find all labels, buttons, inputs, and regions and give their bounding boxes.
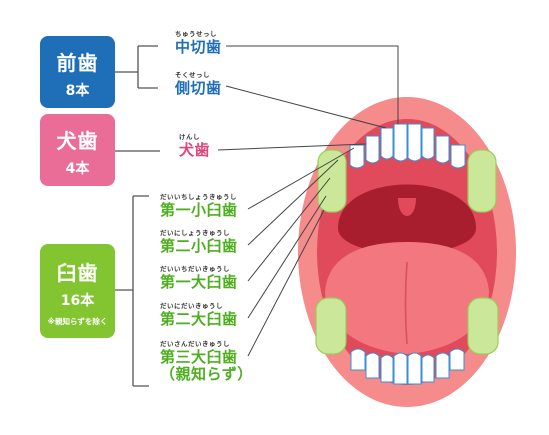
label-canine: けんし 犬歯 [179,134,210,158]
lower-teeth [315,297,499,385]
label-first-molar: だいいちだいきゅうし 第一大臼歯 [160,266,238,290]
front-teeth-category-box: 前歯 8本 [40,36,115,108]
front-teeth-title: 前歯 [56,51,99,75]
second-premolar-ruby: だいにしょうきゅうし [160,229,230,237]
central-incisor-ruby: ちゅうせっし [175,30,217,38]
first-premolar-ruby: だいいちしょうきゅうし [160,193,237,201]
lower-incisor [407,352,422,385]
second-molar-name: 第二大臼歯 [160,309,238,328]
tongue-groove [404,261,408,345]
label-second-molar: だいにだいきゅうし 第二大臼歯 [160,303,238,327]
label-central-incisor: ちゅうせっし 中切歯 [175,31,222,55]
upper-incisor [393,123,408,162]
lower-canine [365,352,380,379]
molar-title: 臼歯 [56,261,99,285]
tongue [325,242,489,354]
leader-first-molar [247,177,331,282]
canine-name: 犬歯 [179,140,211,159]
upper-molar-left [317,149,347,213]
lower-incisor [421,354,435,383]
upper-canine [435,135,450,164]
leader-second-premolar [247,159,339,246]
leader-canine [217,143,367,151]
uvula [398,198,416,216]
first-premolar-name: 第一小臼歯 [160,200,238,219]
canine-title: 犬歯 [56,129,99,153]
molar-note: ※親知らずを除く [47,317,108,326]
label-second-premolar: だいにしょうきゅうし 第二小臼歯 [160,230,238,254]
upper-incisor [407,123,422,162]
label-first-premolar: だいいちしょうきゅうし 第一小臼歯 [160,194,238,218]
molar-count: 16本 [60,293,95,309]
leader-lateral-incisor [225,85,387,129]
leader-lines [217,45,399,357]
third-molar-ruby: だいさんだいきゅうし [160,340,230,348]
lower-molar-right [467,297,499,355]
upper-teeth [317,123,497,213]
molar-category-box: 臼歯 16本 ※親知らずを除く [40,244,115,338]
canine-ruby: けんし [179,133,200,141]
lower-incisor [380,354,394,383]
lower-molar-left [315,297,347,355]
upper-incisor [380,127,394,160]
lower-premolar [350,348,366,371]
lower-canine [435,352,450,379]
leader-third-molar [247,209,325,357]
molar-bracket [115,195,149,387]
upper-canine [365,135,380,164]
lower-premolar [449,348,465,371]
upper-molar-right [467,149,497,213]
label-lateral-incisor: そくせっし 側切歯 [175,72,222,96]
lower-incisor [393,352,408,385]
first-molar-ruby: だいいちだいきゅうし [160,265,230,273]
canine-category-box: 犬歯 4本 [40,114,115,186]
lateral-incisor-ruby: そくせっし [175,71,210,79]
leader-first-premolar [247,147,355,210]
label-third-molar: だいさんだいきゅうし 第三大臼歯 （親知らず） [160,341,253,382]
front-teeth-count: 8本 [65,83,90,99]
upper-premolar [349,144,365,169]
third-molar-name-note: （親知らず） [160,364,253,383]
central-incisor-name: 中切歯 [175,37,222,56]
lips [298,97,516,407]
front-teeth-bracket [115,45,158,89]
second-molar-ruby: だいにだいきゅうし [160,302,223,310]
leader-central-incisor [226,45,399,124]
third-molar-name: 第三大臼歯 [160,347,238,366]
mouth-cavity [317,119,497,385]
first-molar-name: 第一大臼歯 [160,272,238,291]
canine-count: 4本 [65,161,90,177]
lateral-incisor-name: 側切歯 [175,78,222,97]
leader-second-molar [247,195,327,319]
throat [338,184,476,254]
second-premolar-name: 第二小臼歯 [160,236,238,255]
upper-premolar [450,144,466,169]
open-mouth [298,97,516,407]
upper-incisor [421,127,435,160]
